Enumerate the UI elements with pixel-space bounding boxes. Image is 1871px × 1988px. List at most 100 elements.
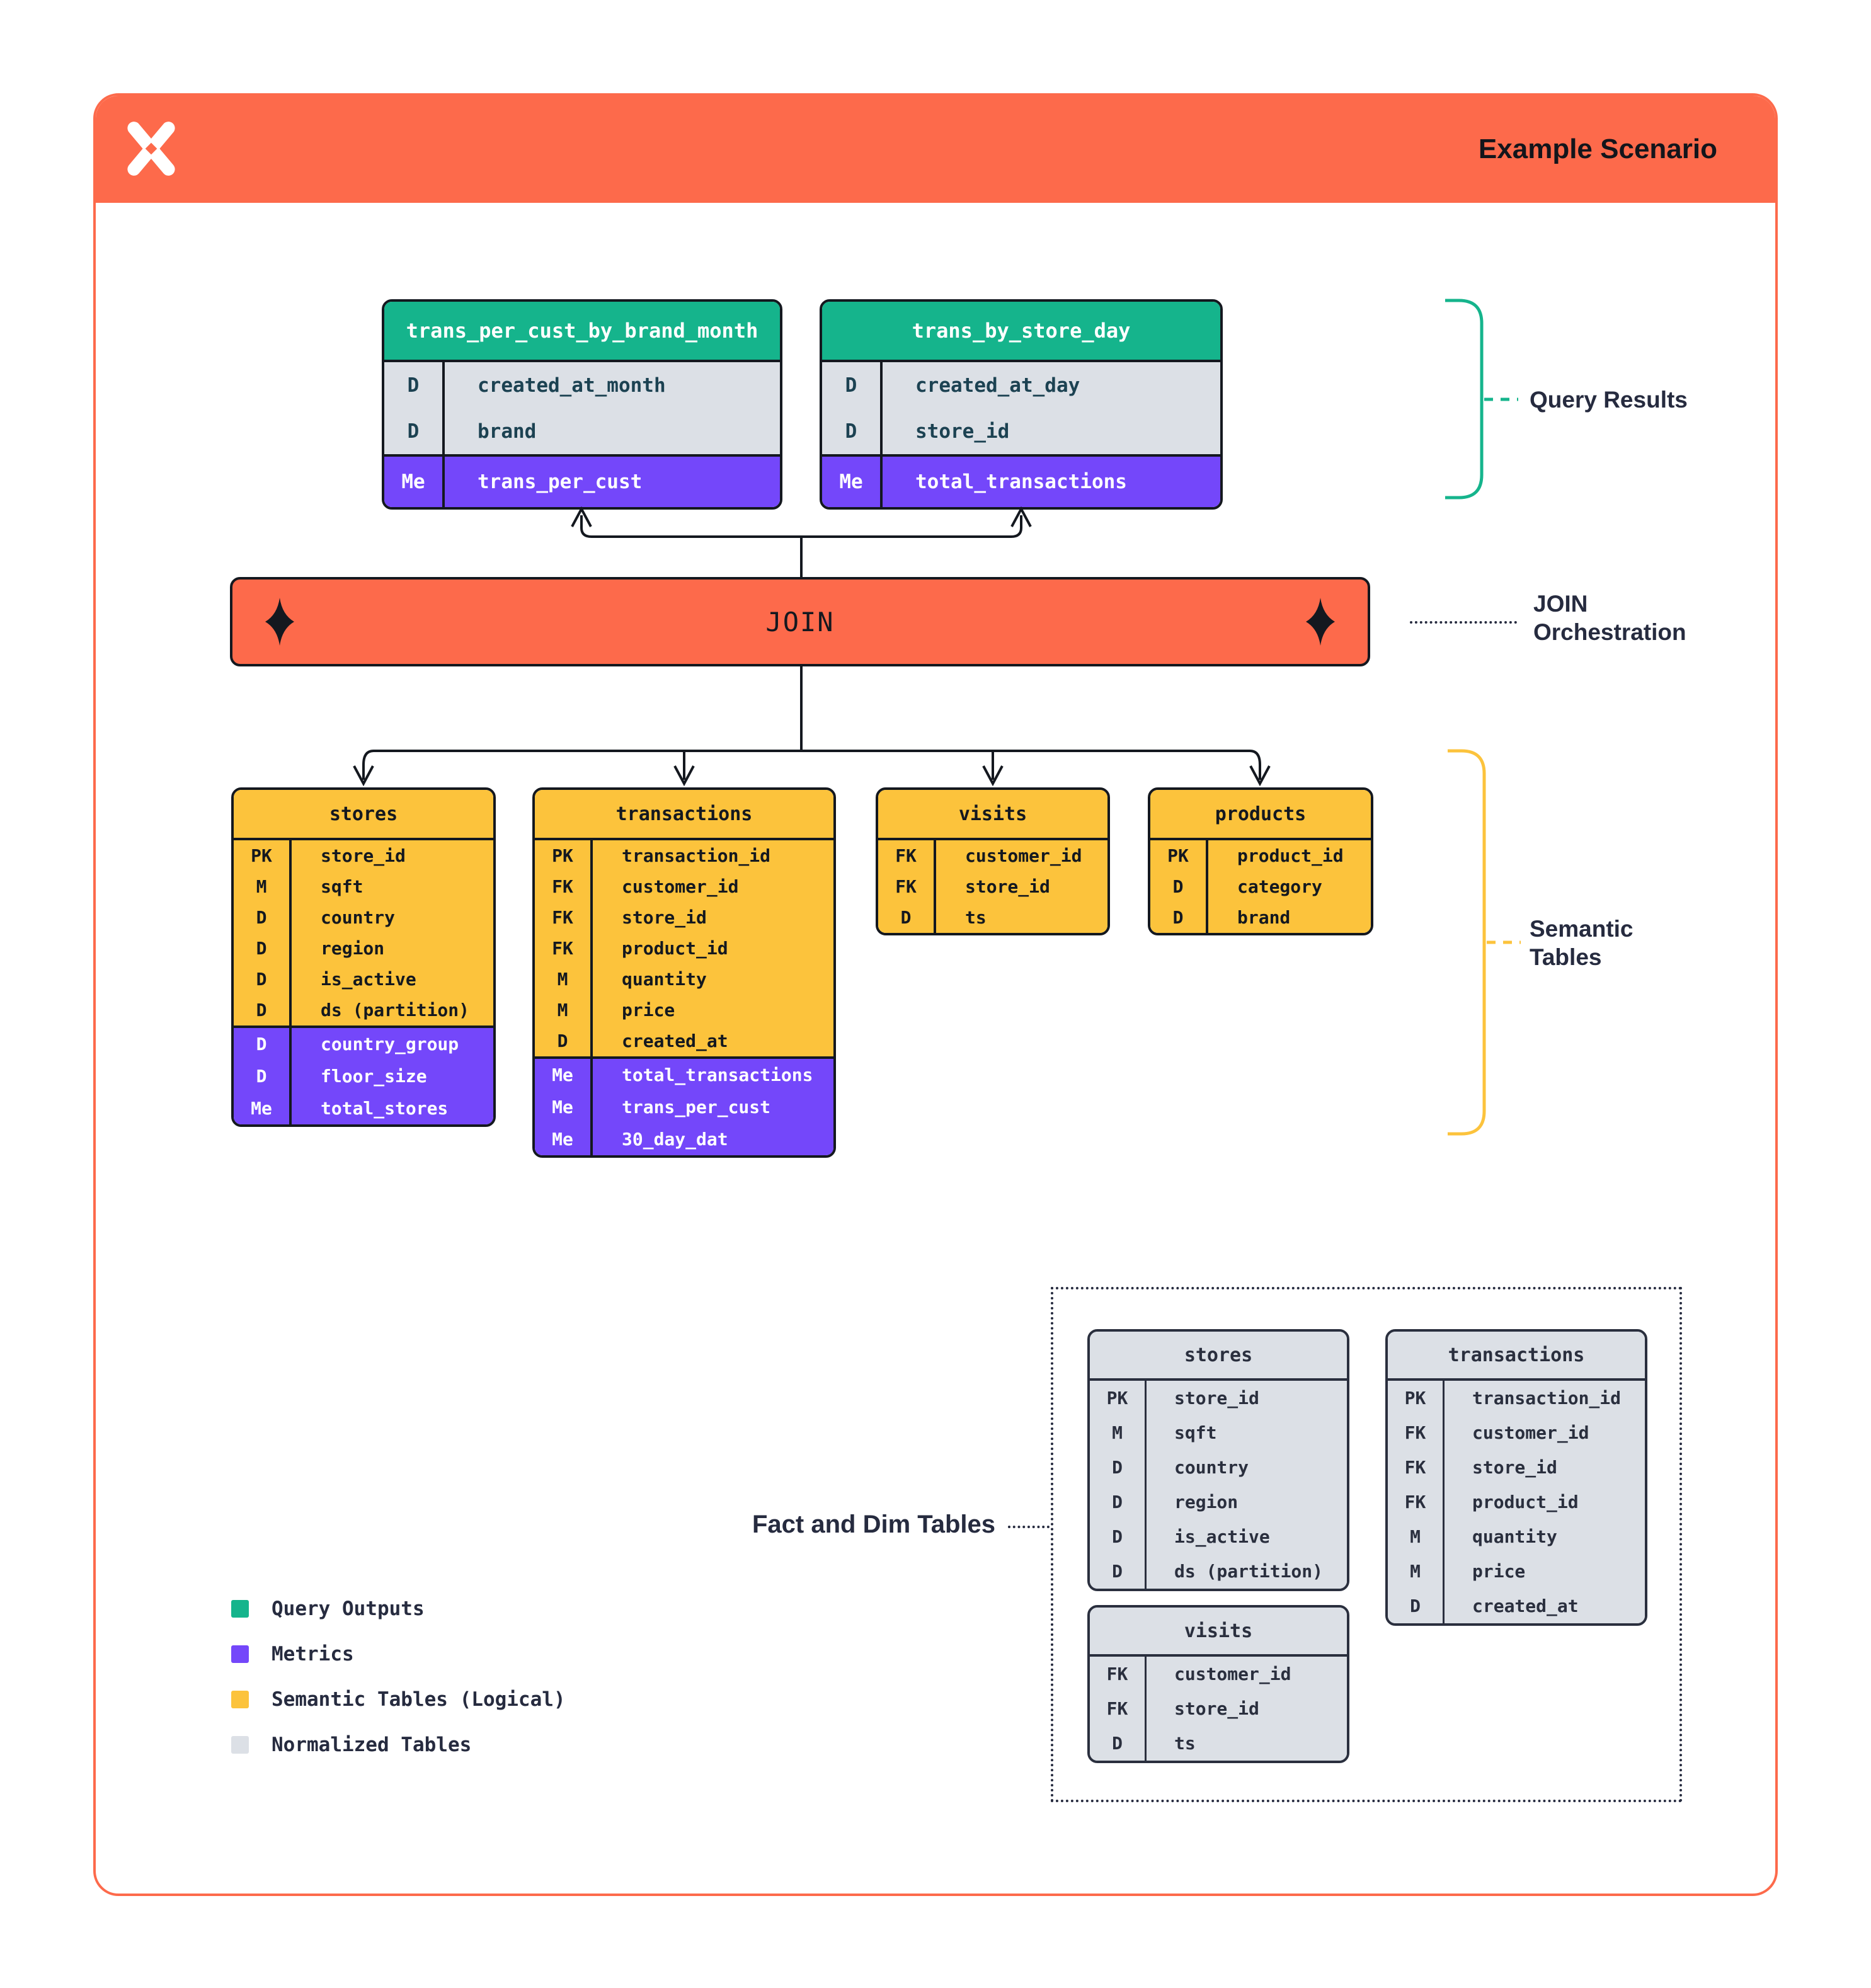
- legend-item: Normalized Tables: [231, 1731, 566, 1759]
- legend-label: Semantic Tables (Logical): [272, 1688, 566, 1711]
- field-name: transaction_id: [622, 845, 771, 866]
- table-title: transactions: [1388, 1332, 1645, 1381]
- key-badge: PK: [234, 840, 292, 871]
- key-badge: FK: [878, 871, 936, 902]
- join-label: JOIN: [765, 606, 835, 637]
- key-badge: D: [1090, 1519, 1147, 1554]
- field-name: store_id: [622, 907, 707, 928]
- key-badge: D: [878, 902, 936, 933]
- key-badge: Me: [384, 457, 445, 507]
- key-badge: D: [1090, 1554, 1147, 1589]
- field-name: country: [321, 907, 396, 928]
- key-badge: FK: [535, 933, 593, 964]
- field-name: store_id: [965, 876, 1050, 897]
- field-name: created_at: [622, 1031, 728, 1051]
- table-title: trans_by_store_day: [822, 302, 1220, 362]
- field-name: total_stores: [321, 1098, 449, 1119]
- key-badge: Me: [535, 1059, 593, 1091]
- diamond-icon: [265, 598, 294, 646]
- field-name: created_at: [1472, 1596, 1579, 1616]
- field-name: ts: [1174, 1733, 1196, 1754]
- key-badge: M: [234, 871, 292, 902]
- card-header: Example Scenario: [96, 96, 1775, 203]
- metrics-section: Me trans_per_cust: [384, 454, 780, 507]
- key-badge: D: [234, 1028, 292, 1060]
- key-badge: D: [1150, 902, 1208, 933]
- semantic-tables-label: Semantic Tables: [1530, 916, 1634, 971]
- field-name: created_at_day: [915, 374, 1080, 397]
- field-name: ds (partition): [1174, 1561, 1324, 1582]
- key-badge: D: [234, 933, 292, 964]
- field-name: product_id: [1237, 845, 1344, 866]
- key-badge: D: [234, 1060, 292, 1092]
- field-name: price: [622, 1000, 675, 1020]
- key-badge: PK: [535, 840, 593, 871]
- legend-swatch-icon: [231, 1645, 249, 1663]
- key-badge: Me: [535, 1123, 593, 1155]
- key-badge: FK: [1388, 1485, 1445, 1519]
- field-name: sqft: [321, 876, 363, 897]
- field-name: floor_size: [321, 1066, 427, 1087]
- key-badge: D: [234, 964, 292, 995]
- field-name: is_active: [321, 969, 416, 990]
- field-name: 30_day_dat: [622, 1129, 728, 1150]
- join-orchestration-label: JOIN Orchestration: [1533, 591, 1686, 646]
- field-name: trans_per_cust: [478, 471, 643, 493]
- key-badge: D: [384, 362, 445, 408]
- table-title: products: [1150, 790, 1371, 840]
- field-name: brand: [478, 420, 537, 443]
- key-badge: M: [1090, 1415, 1147, 1450]
- legend-item: Query Outputs: [231, 1595, 566, 1623]
- field-name: sqft: [1174, 1422, 1217, 1443]
- table-row: PK transaction_id: [535, 840, 833, 871]
- table-title: visits: [878, 790, 1107, 840]
- dagster-logo-icon: [127, 122, 175, 176]
- key-badge: FK: [1388, 1450, 1445, 1485]
- field-name: region: [321, 938, 385, 959]
- table-title: trans_per_cust_by_brand_month: [384, 302, 780, 362]
- key-badge: D: [234, 902, 292, 933]
- key-badge: D: [822, 408, 883, 454]
- table-title: visits: [1090, 1608, 1347, 1657]
- key-badge: FK: [1388, 1415, 1445, 1450]
- key-badge: D: [1388, 1589, 1445, 1623]
- key-badge: PK: [1388, 1381, 1445, 1415]
- fact-dim-connector: [1008, 1526, 1050, 1528]
- key-badge: M: [1388, 1519, 1445, 1554]
- key-badge: D: [234, 995, 292, 1025]
- key-badge: Me: [822, 457, 883, 507]
- table-row: FK store_id: [878, 871, 1107, 902]
- fact-dim-container: [1051, 1287, 1682, 1802]
